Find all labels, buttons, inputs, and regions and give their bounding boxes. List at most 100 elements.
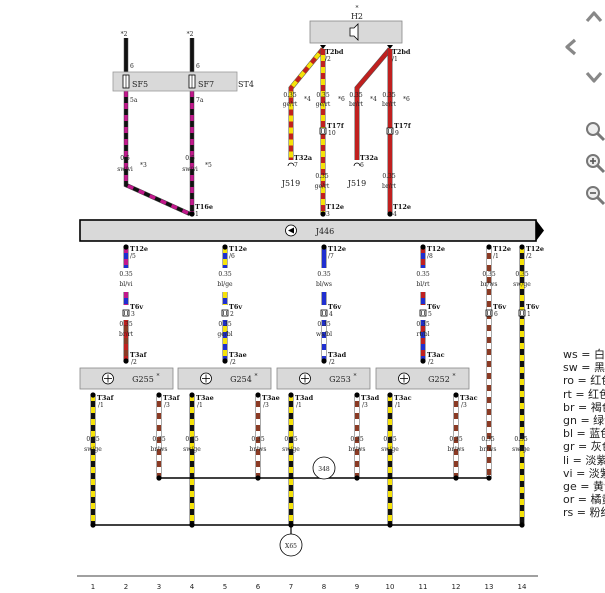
- connector-pin: /1: [296, 402, 302, 409]
- t6v-pin-marker: [221, 309, 229, 317]
- wire-color: ge/rt: [316, 101, 331, 108]
- column-number: 5: [223, 583, 227, 591]
- t6v-pin-marker: [485, 309, 493, 317]
- connector-dot: [222, 358, 228, 364]
- connector-label: T12e: [526, 245, 544, 253]
- connector-pin: /1: [197, 402, 203, 409]
- connector-pin: /2: [428, 359, 434, 366]
- fuse-feed-note: *2: [187, 31, 194, 38]
- column-number: 1: [91, 583, 95, 591]
- speaker-pin-arrow: [387, 45, 393, 49]
- connector-label: T12e: [493, 245, 511, 253]
- wire-base: [124, 91, 191, 216]
- bus-junction-dot: [90, 522, 96, 528]
- connector-dot: [321, 358, 327, 364]
- connector-label: T17f: [327, 122, 345, 130]
- wire-size: 0.35: [349, 92, 363, 99]
- connector-label: T3ac: [460, 394, 478, 402]
- connector-label: T6v: [328, 303, 341, 311]
- junction-x65: [279, 533, 303, 557]
- wire-note: *4: [370, 96, 377, 103]
- connector-pin: /5: [130, 253, 136, 260]
- connector-label: T6v: [493, 303, 506, 311]
- connector-label: T2bd: [392, 48, 411, 56]
- wire-color: bl/ge: [217, 281, 233, 288]
- legend-item-rt: rt = 红色: [563, 387, 605, 401]
- column-number: 8: [322, 583, 326, 591]
- zoom-fit-icon[interactable]: [584, 120, 605, 142]
- wire-size: 0.35: [514, 436, 528, 443]
- connector-label: T12e: [427, 245, 445, 253]
- column-number: 7: [289, 583, 293, 591]
- connector-label: T12e: [326, 203, 344, 211]
- wire-note: *4: [304, 96, 311, 103]
- bus-junction-dot: [189, 522, 195, 528]
- module-j446-label: J446: [315, 227, 334, 236]
- connector-pin: 6: [494, 311, 498, 318]
- column-number: 2: [124, 583, 128, 591]
- wire-stripe: [289, 47, 325, 160]
- wire-note: *5: [205, 162, 212, 169]
- wire-base: [355, 47, 392, 160]
- t6v-pin-marker: [419, 309, 427, 317]
- component-layer: [79, 20, 544, 557]
- wire-size: 0.5: [120, 155, 130, 162]
- connector-pin: /8: [427, 253, 433, 260]
- wire-color: br/ws: [151, 446, 168, 453]
- wire-size: 0.35: [315, 173, 329, 180]
- bus-junction-dot: [255, 475, 261, 481]
- wire-size: 0.35: [515, 271, 529, 278]
- plug-end: [287, 162, 295, 167]
- chevron-down-icon[interactable]: [583, 66, 605, 88]
- wire-color: sw/ge: [381, 446, 399, 453]
- connector-pin: /3: [164, 402, 170, 409]
- t17f-pin-marker: [319, 127, 327, 135]
- connector-label: T3ad: [295, 394, 314, 402]
- chevron-left-icon[interactable]: [560, 36, 582, 58]
- connector-label: T3ac: [394, 394, 412, 402]
- connector-pin: 4: [393, 211, 397, 218]
- zoom-in-icon[interactable]: [584, 152, 605, 174]
- chevron-up-icon[interactable]: [583, 6, 605, 28]
- sensor-star: *: [255, 373, 258, 380]
- connector-pin: /1: [493, 253, 499, 260]
- wire-size: 0.35: [416, 271, 430, 278]
- wire-size: 0.35: [251, 436, 265, 443]
- t6v-pin-marker: [122, 309, 130, 317]
- wire-size: 0.35: [317, 321, 331, 328]
- label-layer: ST4*26SF55a*26SF77a0.5sw/vi*30.5sw/vi*5T…: [84, 5, 544, 591]
- legend-item-gr: gr = 灰色: [563, 440, 605, 454]
- wire-size: 0.35: [218, 271, 232, 278]
- connector-label: T3ae: [262, 394, 280, 402]
- connector-pin: 2: [230, 311, 234, 318]
- module-j519-label: J519: [281, 179, 300, 188]
- wire-note: *6: [403, 96, 410, 103]
- connector-label: T2bd: [325, 48, 344, 56]
- fuse-label: SF5: [132, 80, 148, 89]
- wire-color: bl/ws: [316, 281, 332, 288]
- wire-color: br/ws: [448, 446, 465, 453]
- zoom-out-icon[interactable]: [584, 184, 605, 206]
- connector-pin: /7: [328, 253, 334, 260]
- wire-note: *6: [338, 96, 345, 103]
- wire-color: sw/ge: [512, 446, 530, 453]
- wire-color: ge/rt: [315, 183, 330, 190]
- legend-item-br: br = 褐色: [563, 400, 605, 414]
- wire-color: br/rt: [382, 101, 397, 108]
- column-number: 4: [190, 583, 195, 591]
- wire-size: 0.35: [86, 436, 100, 443]
- fuse-pin-bottom: 7a: [196, 97, 204, 104]
- legend-item-ro: ro = 红色: [563, 374, 605, 388]
- connector-label: T16e: [195, 203, 213, 211]
- connector-pin: 1: [527, 311, 531, 318]
- connector-dot: [222, 244, 228, 250]
- connector-pin: /2: [131, 359, 137, 366]
- connector-label: T3af: [130, 351, 148, 359]
- wire-color: br/ws: [480, 446, 497, 453]
- sensor-label: G253: [329, 375, 351, 384]
- connector-pin: 9: [395, 130, 399, 137]
- wire-color: sw/ge: [282, 446, 300, 453]
- connector-label: T3af: [97, 394, 115, 402]
- wire-size: 0.35: [283, 92, 297, 99]
